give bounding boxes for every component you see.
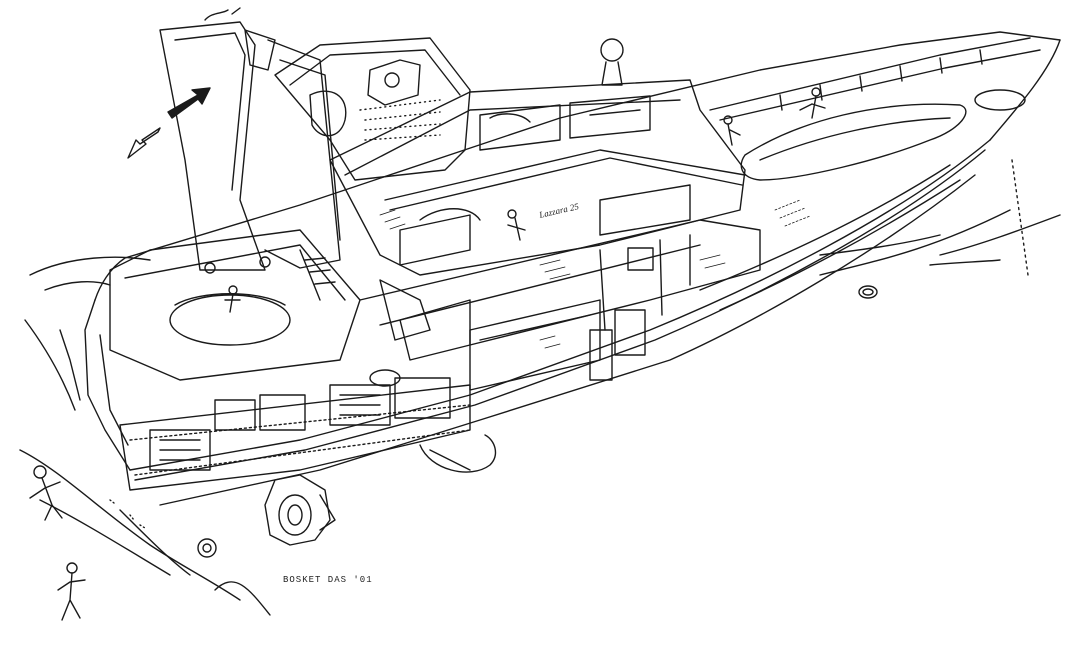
hull (59, 31, 1061, 506)
water-and-swimmers (19, 214, 1061, 621)
shading-stipple (379, 199, 811, 349)
superstructure (329, 38, 746, 276)
bow-deck (709, 37, 1041, 181)
hatch-motion-arrows (127, 87, 211, 159)
stern-hatch-raised (159, 7, 341, 271)
artist-signature: BOSKET DAS '01 (283, 575, 373, 585)
hull-name-label: Lazzara 25 (537, 201, 580, 220)
lower-cabins (359, 219, 761, 346)
propulsion (264, 434, 497, 546)
arrow-down-icon (127, 127, 161, 159)
flybridge (274, 37, 471, 181)
aft-cockpit (109, 229, 361, 381)
engine-room (119, 299, 646, 491)
arrow-up-icon (167, 87, 211, 119)
